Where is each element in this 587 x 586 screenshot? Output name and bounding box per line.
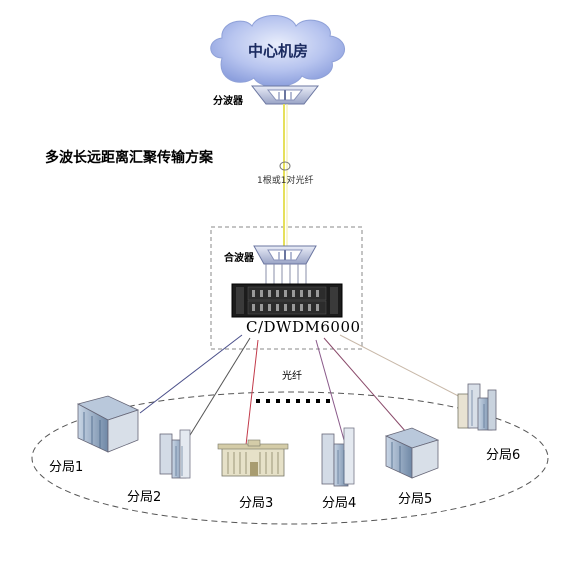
site-2-label: 分局2 (127, 490, 162, 505)
link-site-2 (186, 337, 251, 441)
link-site-6 (339, 334, 471, 403)
trunk-fiber-label: 1根或1对光纤 (257, 176, 314, 186)
sites-ring (31, 391, 549, 525)
device-label: C/DWDM6000 (246, 318, 361, 336)
site-3-label: 分局3 (239, 496, 274, 511)
link-site-4 (315, 339, 345, 441)
demux-label: 分波器 (213, 96, 243, 107)
mux-label: 合波器 (224, 253, 254, 264)
cloud-label: 中心机房 (248, 42, 309, 60)
fiber-label: 光纤 (282, 371, 302, 382)
site-6-label: 分局6 (486, 448, 521, 463)
site-6-building-icon (457, 383, 497, 431)
site-1-label: 分局1 (49, 460, 84, 475)
demux-icon (250, 85, 320, 105)
cloud-icon (210, 15, 345, 88)
device-frame (210, 226, 363, 350)
site-4-label: 分局4 (322, 496, 357, 511)
link-site-5 (323, 337, 407, 433)
link-site-3 (245, 339, 259, 446)
site-5-building-icon (384, 427, 440, 479)
patch-fibers (265, 264, 307, 284)
trunk-fiber (279, 104, 291, 246)
link-site-1 (139, 334, 243, 414)
dwdm-chassis-icon (231, 283, 343, 318)
site-2-building-icon (159, 429, 191, 479)
site-4-building-icon (321, 427, 355, 487)
fiber-dots (256, 399, 330, 403)
site-5-label: 分局5 (398, 492, 433, 507)
site-links (139, 334, 471, 446)
mux-icon (253, 245, 317, 265)
site-1-building-icon (76, 395, 140, 453)
site-3-building-icon (217, 439, 289, 477)
diagram-title: 多波长远距离汇聚传输方案 (45, 150, 213, 166)
